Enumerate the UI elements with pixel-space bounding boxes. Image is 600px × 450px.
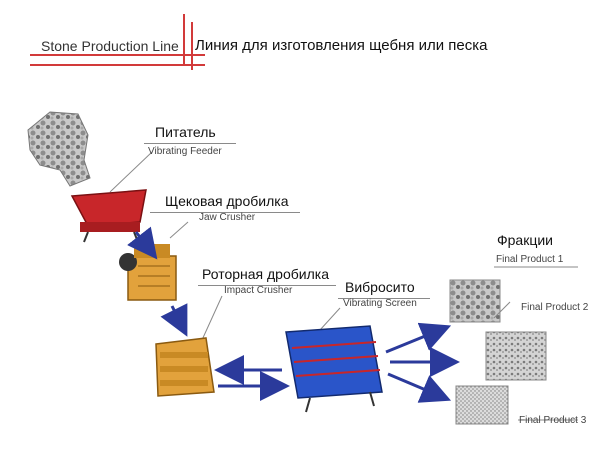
final-product-2-label: Final Product 2 — [521, 302, 589, 313]
header-rule-vertical-2 — [191, 22, 193, 70]
final-product-3-label: Final Product 3 — [519, 415, 587, 426]
vibrating-feeder-machine — [70, 189, 147, 243]
fractions-heading: Фракции — [497, 232, 553, 248]
title-english: Stone Production Line — [41, 38, 179, 54]
feeder-sublabel: Vibrating Feeder — [148, 146, 222, 157]
arrow-jaw-to-impact — [160, 303, 188, 337]
final-product-2-pile — [485, 331, 547, 381]
feeder-connector-line — [109, 151, 153, 193]
impact-connector-line — [201, 295, 223, 341]
feeder-label: Питатель — [155, 124, 216, 140]
header-rule-bottom — [30, 64, 205, 66]
jaw-crusher-sublabel: Jaw Crusher — [199, 212, 256, 223]
header-rule-vertical-1 — [183, 14, 185, 66]
final-product-1-pile — [449, 279, 501, 323]
arrow-feeder-to-jaw — [127, 226, 158, 260]
vibrating-screen-label: Вибросито — [345, 279, 415, 295]
impact-crusher-label: Роторная дробилка — [202, 266, 329, 282]
final-product-3-pile — [455, 385, 509, 425]
header-rule-top — [30, 54, 205, 56]
arrow-to-product-3 — [387, 372, 452, 403]
final-product-1-label: Final Product 1 — [496, 254, 564, 265]
vibrating-screen-machine — [285, 325, 383, 413]
screen-connector-line — [319, 307, 341, 331]
jaw-crusher-machine — [119, 244, 177, 301]
jaw-crusher-label: Щековая дробилка — [165, 193, 289, 209]
impact-crusher-sublabel: Impact Crusher — [224, 285, 293, 296]
jaw-connector-line — [169, 221, 189, 239]
title-russian: Линия для изготовления щебня или песка — [195, 37, 488, 54]
arrow-to-product-1 — [385, 322, 452, 354]
impact-crusher-machine — [155, 337, 215, 397]
vibrating-screen-sublabel: Vibrating Screen — [343, 298, 417, 309]
raw-stone-pile — [27, 111, 91, 187]
